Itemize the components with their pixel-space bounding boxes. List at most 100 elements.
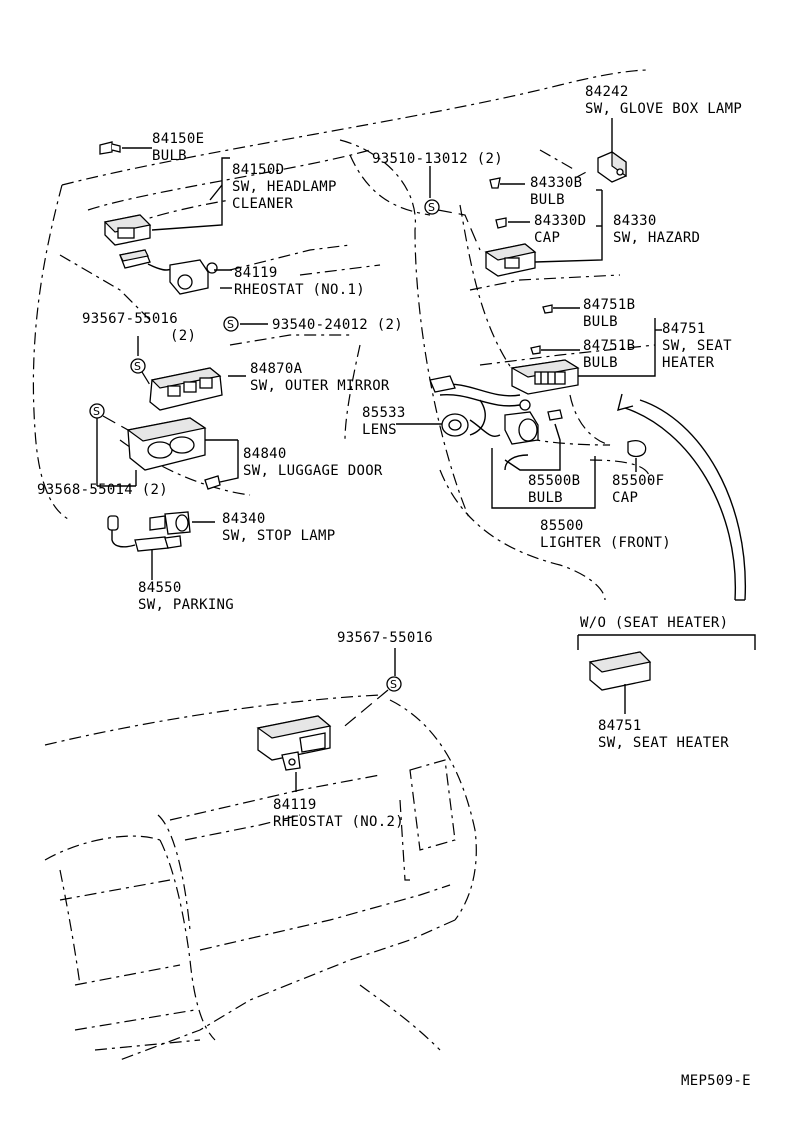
- part-name: SW, OUTER MIRROR: [250, 378, 390, 394]
- part-number: 93568-55014 (2): [37, 482, 168, 498]
- part-number: 84751: [662, 321, 706, 337]
- label-84119-no2: 84119 RHEOSTAT (NO.2): [273, 797, 404, 831]
- part-number: 84840: [243, 446, 287, 462]
- label-84330: 84330 SW, HAZARD: [613, 213, 700, 247]
- svg-text:S: S: [93, 405, 100, 418]
- part-number: 85500B: [528, 473, 581, 489]
- part-name-line2: HEATER: [662, 355, 715, 371]
- part-number: 84751: [598, 718, 642, 734]
- diagram-code-text: MEP509-E: [681, 1073, 751, 1089]
- part-number: 85500: [540, 518, 584, 534]
- part-number: 84751B: [583, 297, 636, 313]
- screw-icon-93567-b: S: [386, 676, 402, 692]
- part-number: 84150D: [232, 162, 285, 178]
- label-85533: 85533 LENS: [362, 405, 406, 439]
- screw-icon-93510: S: [424, 199, 440, 215]
- screw-icon-93568: S: [89, 403, 105, 419]
- label-93567-b: 93567-55016: [337, 630, 433, 647]
- part-name: RHEOSTAT (NO.1): [234, 282, 365, 298]
- label-85500: 85500 LIGHTER (FRONT): [540, 518, 671, 552]
- bulb-84751b-drawing: [530, 304, 553, 355]
- part-number: 93540-24012 (2): [272, 317, 403, 333]
- lower-panel-outline: [44, 694, 477, 1061]
- svg-text:S: S: [390, 678, 397, 691]
- glove-box-lamp-switch-drawing: [597, 150, 627, 183]
- label-93510: 93510-13012 (2): [372, 151, 503, 168]
- label-84340: 84340 SW, STOP LAMP: [222, 511, 335, 545]
- part-number: 84119: [273, 797, 317, 813]
- label-93567-a: 93567-55016 (2): [82, 311, 196, 345]
- part-number: 84330: [613, 213, 657, 229]
- label-84150e: 84150E BULB: [152, 131, 204, 165]
- part-name: SW, SEAT HEATER: [598, 735, 729, 751]
- hazard-switch-drawing: [484, 243, 537, 277]
- variant-heading: W/O (SEAT HEATER): [580, 615, 729, 631]
- part-number: 84119: [234, 265, 278, 281]
- cap-84330d-drawing: [495, 217, 507, 229]
- part-number: 85533: [362, 405, 406, 421]
- label-93540: 93540-24012 (2): [272, 317, 403, 334]
- rheostat-no2-drawing: [256, 715, 332, 771]
- part-number: 84330B: [530, 175, 583, 191]
- part-name: SW, PARKING: [138, 597, 235, 613]
- label-84751b-2: 84751B BULB: [583, 338, 635, 372]
- part-number: 84751B: [583, 338, 636, 354]
- diagram-code: MEP509-E: [681, 1073, 751, 1090]
- label-84751-blank: 84751 SW, SEAT HEATER: [598, 718, 729, 752]
- part-name: LENS: [362, 422, 397, 438]
- part-name: LIGHTER (FRONT): [540, 535, 671, 551]
- part-number: 84340: [222, 511, 266, 527]
- part-qty: (2): [170, 328, 197, 344]
- label-84119-no1: 84119 RHEOSTAT (NO.1): [234, 265, 365, 299]
- part-number: 84242: [585, 84, 629, 100]
- rheostat-no1-drawing: [119, 249, 218, 295]
- svg-text:S: S: [227, 318, 234, 331]
- part-name: BULB: [528, 490, 563, 506]
- part-number: 93510-13012 (2): [372, 151, 503, 167]
- part-name: SW, HEADLAMP: [232, 179, 337, 195]
- seat-heater-blank-drawing: [588, 651, 652, 691]
- part-number: 84870A: [250, 361, 303, 377]
- stop-lamp-switch-drawing: [107, 511, 191, 535]
- label-84751b: 84751B BULB: [583, 297, 635, 331]
- luggage-door-switch-drawing: [126, 417, 221, 490]
- label-84330d: 84330D CAP: [534, 213, 586, 247]
- svg-text:S: S: [134, 360, 141, 373]
- seat-heater-arrow: [617, 393, 747, 601]
- label-84751: 84751 SW, SEAT HEATER: [662, 321, 732, 372]
- part-name: BULB: [583, 355, 618, 371]
- part-name: BULB: [583, 314, 618, 330]
- label-wo-seat-heater: W/O (SEAT HEATER): [580, 615, 728, 632]
- part-number: 84550: [138, 580, 182, 596]
- bulb-84150e-drawing: [99, 141, 121, 155]
- label-85500f: 85500F CAP: [612, 473, 664, 507]
- part-name: CAP: [534, 230, 561, 246]
- label-84150d: 84150D SW, HEADLAMP CLEANER: [232, 162, 337, 213]
- label-84242: 84242 SW, GLOVE BOX LAMP: [585, 84, 742, 118]
- label-84840: 84840 SW, LUGGAGE DOOR: [243, 446, 383, 480]
- screw-icon-93567-a: S: [130, 358, 146, 374]
- screw-icon-93540: S: [223, 316, 239, 332]
- part-name-line2: CLEANER: [232, 196, 294, 212]
- part-number: 93567-55016: [82, 311, 179, 327]
- part-number: 84150E: [152, 131, 205, 147]
- headlamp-cleaner-switch-drawing: [103, 214, 152, 246]
- outer-mirror-switch-drawing: [149, 367, 223, 411]
- label-84550: 84550 SW, PARKING: [138, 580, 234, 614]
- label-93568: 93568-55014 (2): [37, 482, 168, 499]
- part-name: SW, SEAT: [662, 338, 732, 354]
- part-name: CAP: [612, 490, 639, 506]
- label-84330b: 84330B BULB: [530, 175, 582, 209]
- part-name: SW, STOP LAMP: [222, 528, 336, 544]
- lighter-drawing: [429, 375, 647, 458]
- part-number: 84330D: [534, 213, 587, 229]
- part-name: BULB: [530, 192, 565, 208]
- part-name: BULB: [152, 148, 187, 164]
- svg-text:S: S: [428, 201, 435, 214]
- part-name: RHEOSTAT (NO.2): [273, 814, 404, 830]
- parking-switch-drawing: [111, 530, 182, 552]
- label-85500b: 85500B BULB: [528, 473, 580, 507]
- part-name: SW, LUGGAGE DOOR: [243, 463, 383, 479]
- leader-lines: [96, 118, 756, 792]
